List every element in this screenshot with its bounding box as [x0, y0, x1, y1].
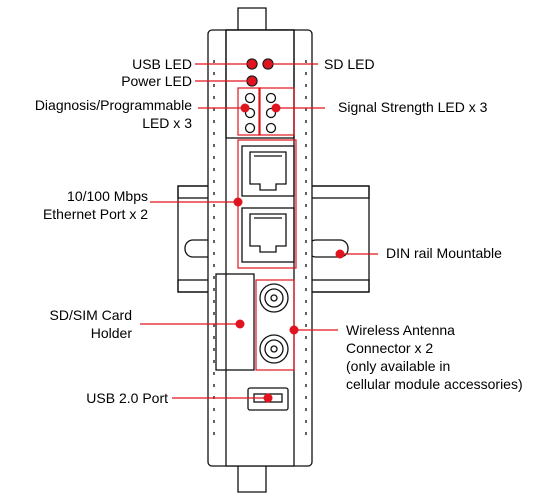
ethernet-label-line2: Ethernet Port x 2	[42, 206, 148, 222]
antenna-label-line1: Wireless Antenna	[346, 322, 455, 338]
usb-port-label: USB 2.0 Port	[86, 390, 168, 406]
diag-led-highlight	[237, 87, 261, 136]
din-rail-label: DIN rail Mountable	[386, 245, 502, 261]
diag-led-label-line2: LED x 3	[142, 115, 192, 131]
ethernet-port-1	[241, 145, 295, 197]
sd-sim-label-line1: SD/SIM Card	[49, 307, 132, 323]
antenna-label-line3: (only available in	[346, 358, 451, 374]
antenna-label-line2: Connector x 2	[346, 340, 434, 356]
antenna-label-line4: cellular module accessories)	[346, 376, 523, 392]
sd-sim-holder	[215, 273, 255, 371]
sd-sim-label-line2: Holder	[90, 325, 132, 341]
bottom-mount-clip	[237, 462, 267, 493]
signal-strength-label: Signal Strength LED x 3	[338, 99, 488, 115]
power-led-label: Power LED	[121, 73, 192, 89]
sd-led-label: SD LED	[324, 56, 375, 72]
antenna-connector-2	[259, 334, 289, 364]
antenna-highlight	[255, 279, 295, 371]
callout-lines	[140, 63, 378, 399]
usb-led-label: USB LED	[132, 56, 192, 72]
callout-dots	[233, 59, 345, 403]
antenna-connector-1	[259, 283, 289, 313]
top-mount-clip	[237, 7, 267, 32]
ethernet-port-2	[241, 207, 295, 263]
diag-led-label-line1: Diagnosis/Programmable	[34, 97, 192, 113]
signal-led-highlight	[258, 87, 295, 136]
ethernet-label-line1: 10/100 Mbps	[67, 188, 148, 204]
